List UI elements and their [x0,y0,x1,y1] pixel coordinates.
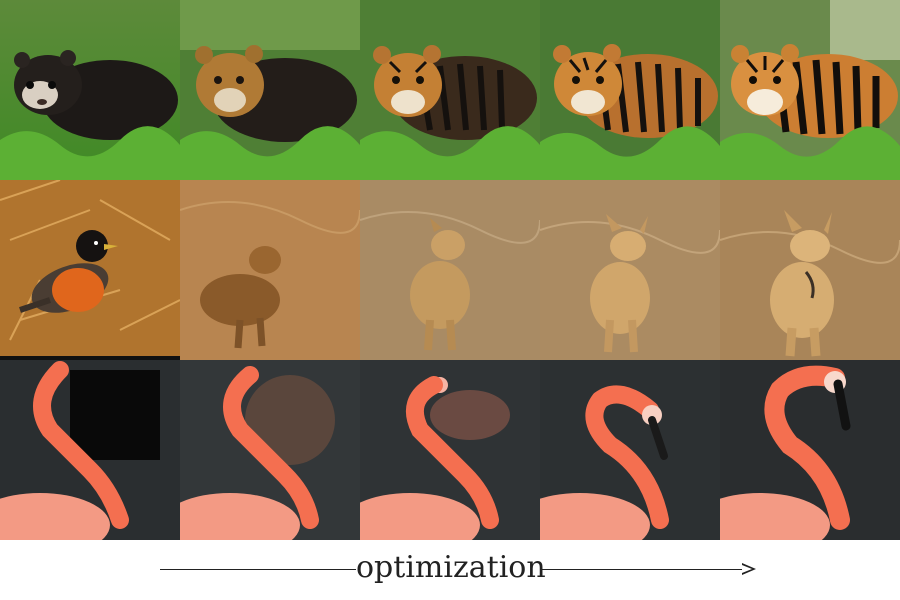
row3-frame4-flamingo [540,360,720,540]
arrow-line-right [542,569,748,570]
optimization-caption: optimization [356,550,546,585]
row2-frame1-robin [0,180,180,360]
optimization-arrow: optimization [0,540,900,600]
row1-frame3-tiger [360,0,540,180]
row2-frame4-dog [540,180,720,360]
row1-frame2-ferret-tiger [180,0,360,180]
arrow-line-left [160,569,356,570]
row3-frame3-flamingo [360,360,540,540]
row3-frame2-flamingo [180,360,360,540]
row1-frame5-tiger [720,0,900,180]
row2-frame2-robin-dog [180,180,360,360]
row1-frame1-ferret [0,0,180,180]
optimization-image-grid [0,0,900,540]
row2-frame3-dog [360,180,540,360]
row2-frame5-dog [720,180,900,360]
row1-frame4-tiger [540,0,720,180]
row3-frame1-flamingo [0,360,180,540]
row3-frame5-flamingo [720,360,900,540]
